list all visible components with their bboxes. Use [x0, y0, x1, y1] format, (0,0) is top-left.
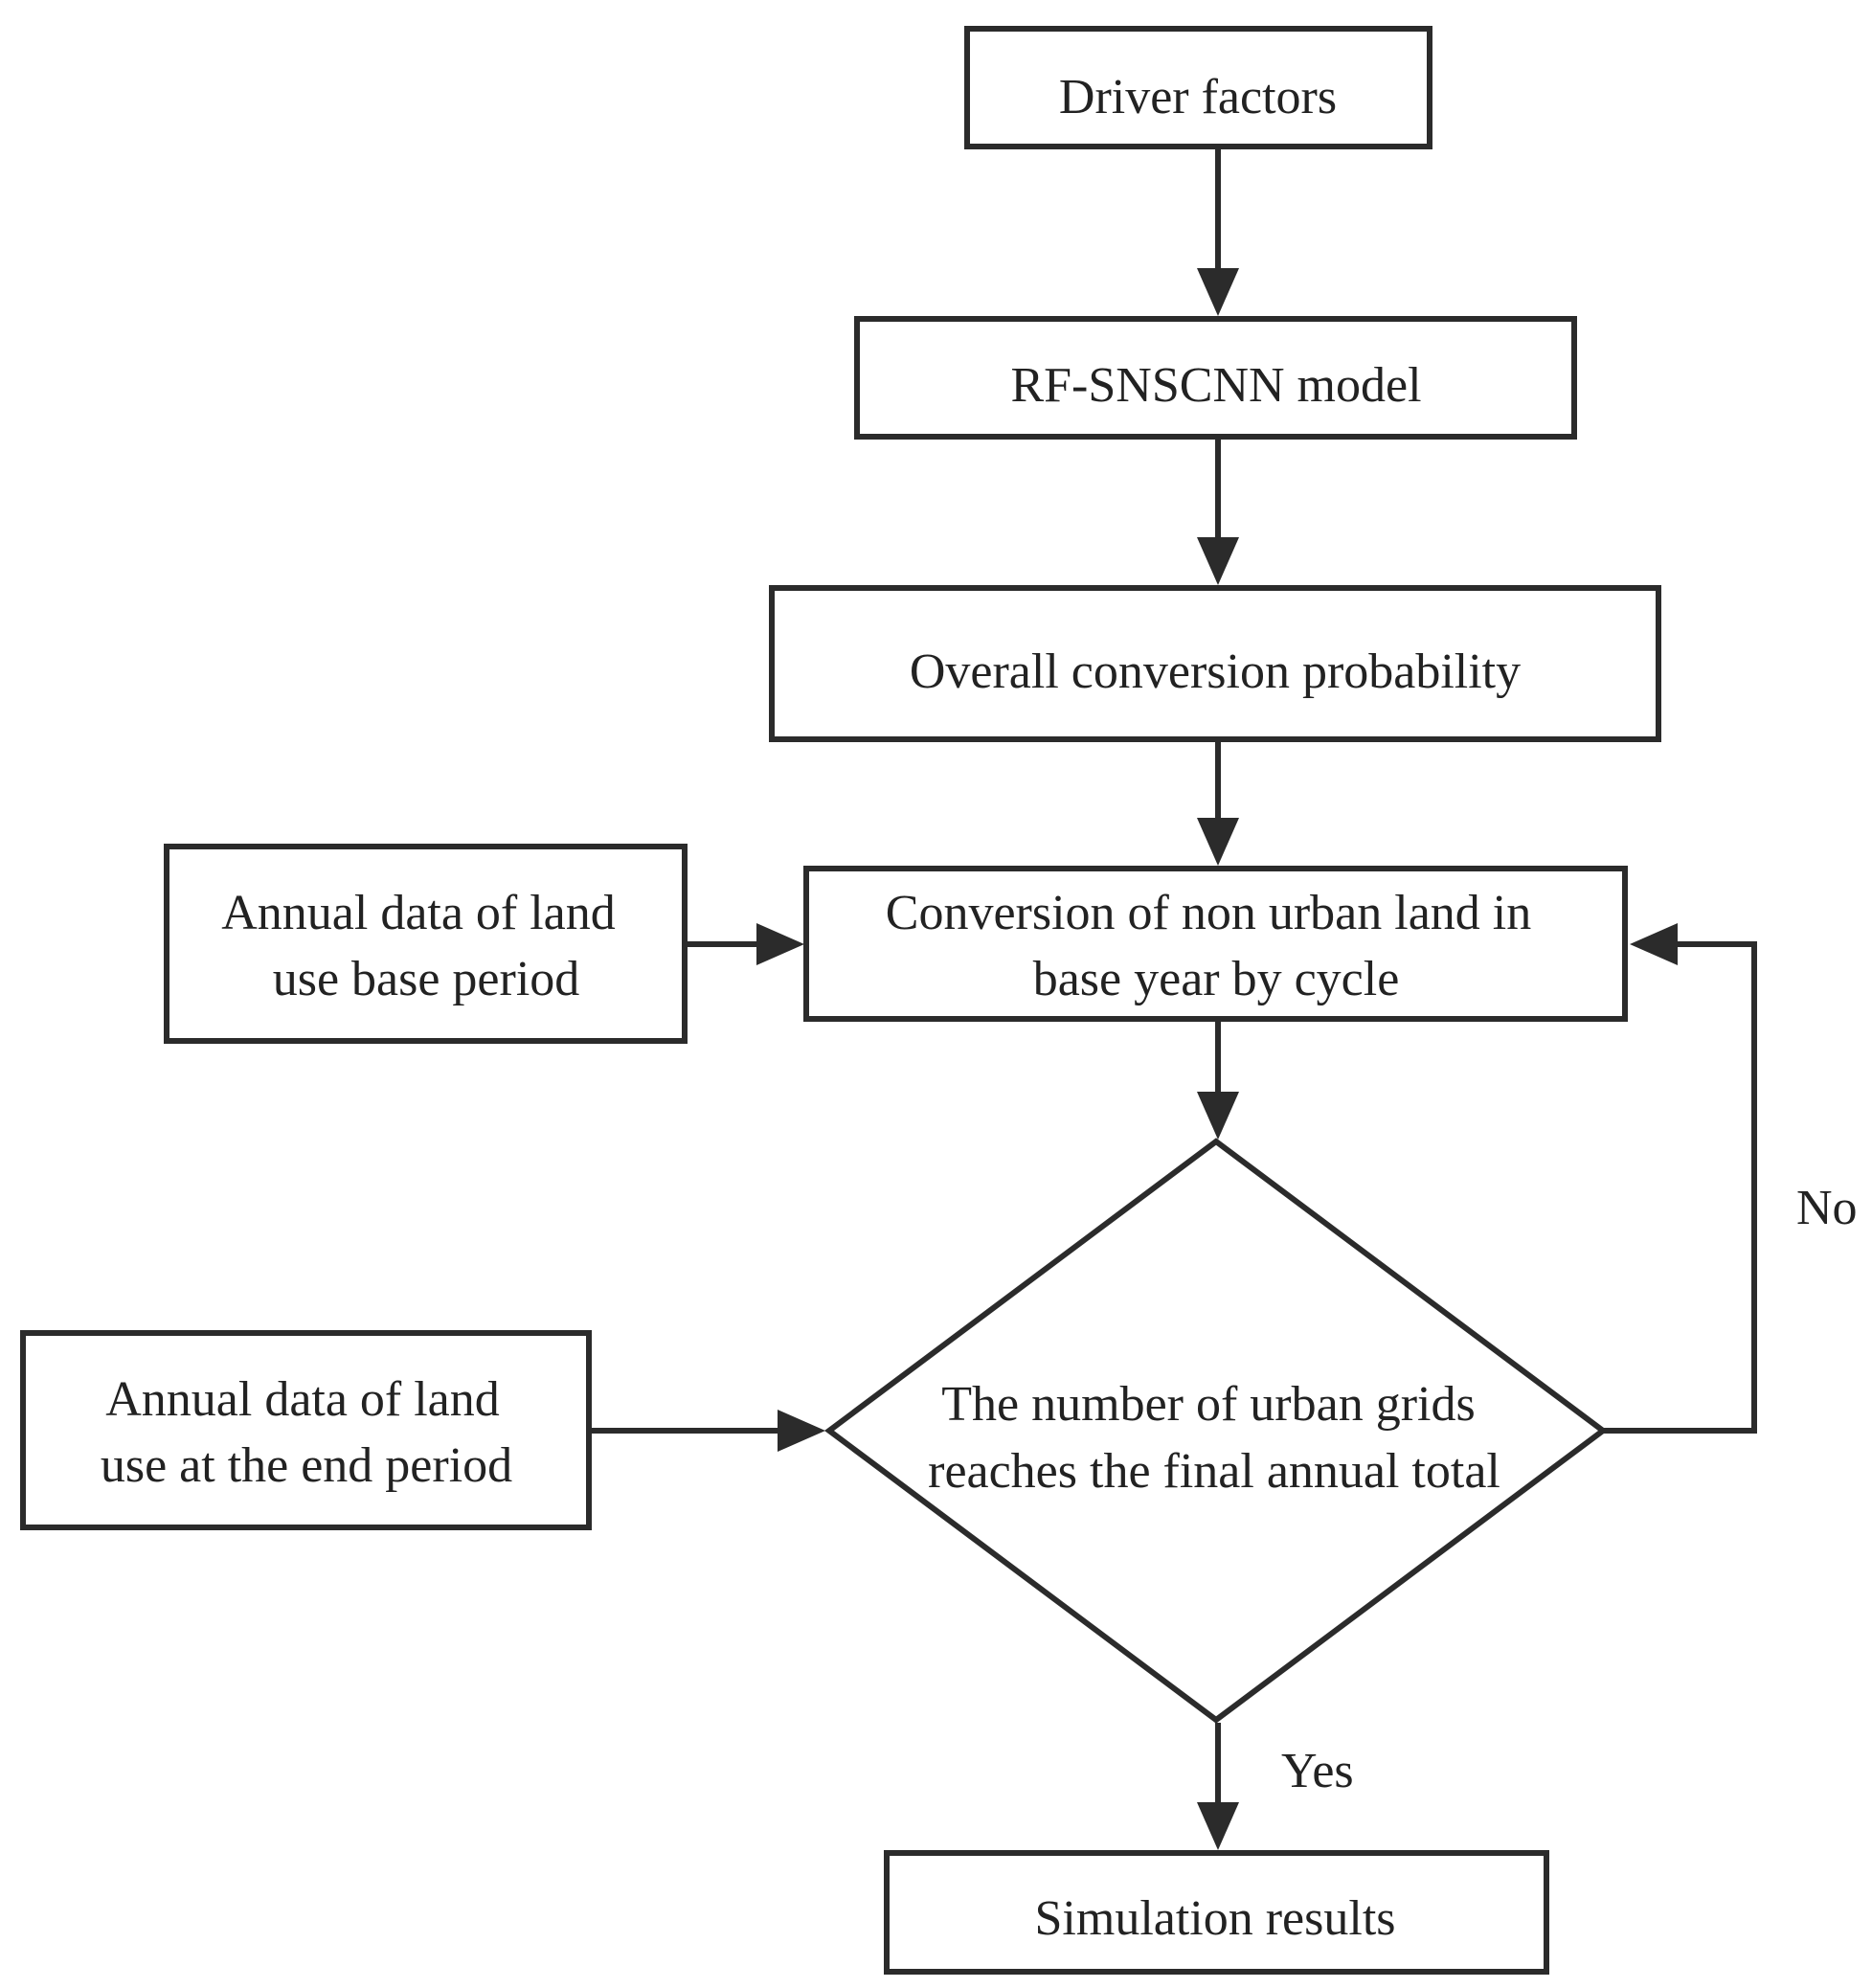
- node-simulation-results-box: [884, 1850, 1549, 1975]
- node-annual-data-end-period-label-line-1: Annual data of land: [105, 1372, 500, 1427]
- node-decision-urban-grids: The number of urban grids reaches the fi…: [823, 1138, 1609, 1724]
- node-annual-data-end-period-label-line-2: use at the end period: [101, 1438, 512, 1493]
- node-simulation-results: Simulation results: [884, 1850, 1549, 1975]
- edge-decision-no-loop: [1603, 941, 1757, 1434]
- node-driver-factors: Driver factors: [964, 26, 1432, 149]
- node-overall-conversion-probability-label: Overall conversion probability: [910, 644, 1521, 699]
- arrowhead-yes-to-results: [1197, 1802, 1239, 1850]
- node-rf-snscnn-model-label: RF-SNSCNN model: [1010, 358, 1421, 413]
- node-annual-data-base-period-box: [164, 844, 688, 1044]
- edge-label-no: No: [1796, 1181, 1858, 1235]
- node-annual-data-base-period: Annual data of land use base period: [164, 844, 688, 1044]
- node-conversion-non-urban-land-label-line-2: base year by cycle: [1033, 952, 1400, 1006]
- node-decision-urban-grids-label-line-1: The number of urban grids: [941, 1377, 1475, 1432]
- node-simulation-results-label: Simulation results: [1035, 1891, 1396, 1946]
- node-annual-data-end-period-box: [20, 1330, 592, 1530]
- arrowhead-base-period-to-conversion: [756, 923, 804, 965]
- node-conversion-non-urban-land: Conversion of non urban land in base yea…: [803, 866, 1628, 1022]
- arrowhead-probability-to-conversion: [1197, 818, 1239, 866]
- node-decision-urban-grids-diamond: [823, 1138, 1609, 1724]
- node-annual-data-end-period: Annual data of land use at the end perio…: [20, 1330, 592, 1530]
- node-rf-snscnn-model-box: [854, 316, 1577, 440]
- node-overall-conversion-probability: Overall conversion probability: [769, 585, 1661, 742]
- node-conversion-non-urban-land-box: [803, 866, 1628, 1022]
- node-driver-factors-label: Driver factors: [1059, 70, 1337, 124]
- arrowhead-model-to-probability: [1197, 537, 1239, 585]
- arrowhead-conversion-to-decision: [1197, 1092, 1239, 1140]
- node-driver-factors-box: [964, 26, 1432, 149]
- arrowhead-no-loop: [1630, 923, 1678, 965]
- node-conversion-non-urban-land-label-line-1: Conversion of non urban land in: [886, 886, 1531, 940]
- node-annual-data-base-period-label-line-1: Annual data of land: [221, 886, 616, 940]
- arrowhead-driver-to-model: [1197, 268, 1239, 316]
- node-rf-snscnn-model: RF-SNSCNN model: [854, 316, 1577, 440]
- node-annual-data-base-period-label-line-2: use base period: [273, 952, 580, 1006]
- arrowhead-end-period-to-decision: [778, 1410, 825, 1452]
- edges: [592, 149, 1757, 1810]
- edge-label-yes: Yes: [1281, 1744, 1354, 1798]
- arrowheads: [756, 268, 1678, 1850]
- node-decision-urban-grids-label-line-2: reaches the final annual total: [928, 1444, 1500, 1499]
- node-overall-conversion-probability-box: [769, 585, 1661, 742]
